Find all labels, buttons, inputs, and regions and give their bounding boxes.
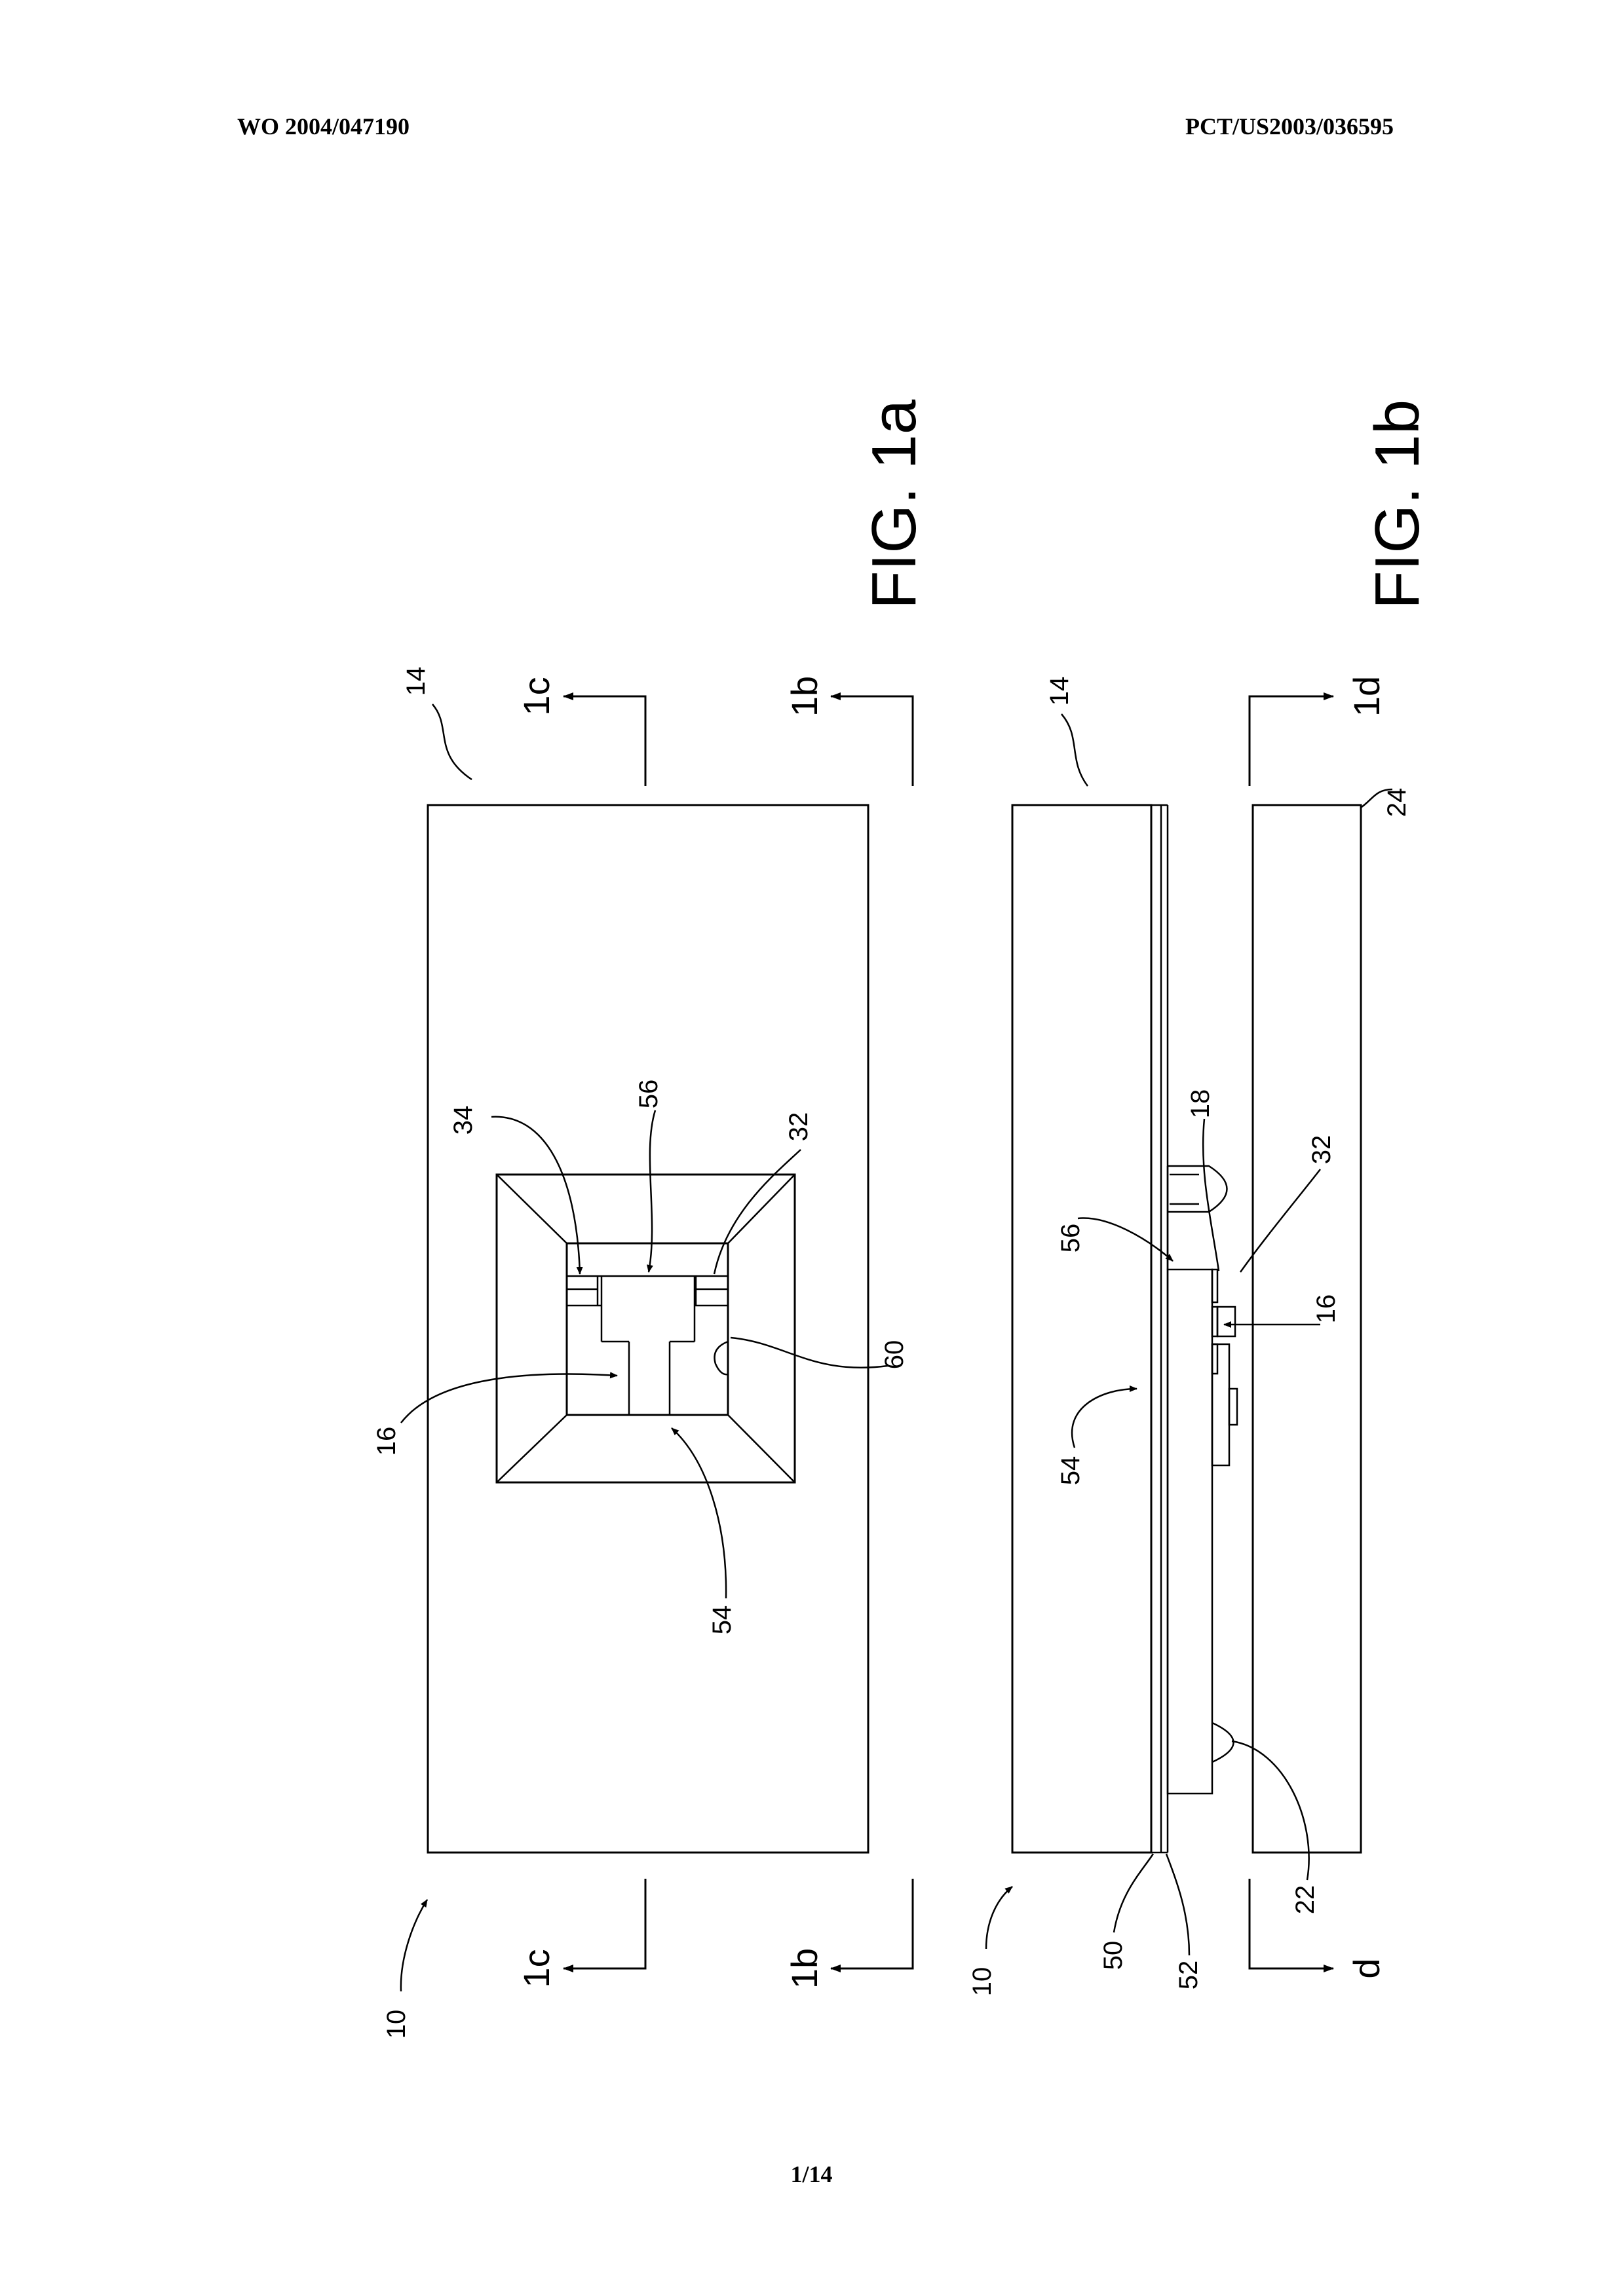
section-markers-1b — [1250, 696, 1333, 1968]
ref-54-1b: 54 — [1056, 1456, 1085, 1486]
figure-1b: 1d d FIG. 1b 14 24 18 32 56 16 54 22 50 … — [968, 400, 1432, 1996]
cover-24 — [1253, 805, 1361, 1853]
leader-14-1b — [1061, 714, 1088, 786]
ref-32-1a: 32 — [784, 1112, 813, 1142]
layers-50-52 — [1151, 805, 1168, 1853]
ref-56-1a: 56 — [634, 1080, 663, 1109]
ref-16-1b: 16 — [1312, 1294, 1341, 1324]
leader-22 — [1232, 1741, 1309, 1880]
ref-56-1b: 56 — [1056, 1224, 1085, 1253]
section-label-1d: 1d — [1346, 676, 1387, 717]
ref-14-1a: 14 — [402, 667, 430, 696]
ref-50: 50 — [1099, 1941, 1128, 1970]
ref-18: 18 — [1186, 1089, 1215, 1119]
substrate-14-1b — [1012, 805, 1151, 1853]
section-label-1b-bottom: 1b — [784, 1948, 825, 1989]
leader-50 — [1114, 1854, 1153, 1932]
leader-56-1a — [649, 1110, 655, 1272]
leader-10-1a — [401, 1900, 427, 1991]
page-number: 1/14 — [0, 2160, 1623, 2188]
ref-52: 52 — [1174, 1961, 1203, 1990]
well-bevels — [497, 1175, 795, 1482]
edge-notch — [715, 1342, 728, 1374]
leader-14-1a — [432, 704, 472, 780]
figure-1a-title: FIG. 1a — [859, 399, 929, 609]
leader-18 — [1203, 1119, 1219, 1271]
ref-32-1b: 32 — [1307, 1135, 1336, 1165]
leader-56-1b — [1078, 1218, 1173, 1261]
bump-32 — [1168, 1166, 1227, 1212]
bond-pads — [567, 1276, 728, 1306]
leader-10-1b — [986, 1887, 1012, 1949]
ref-60: 60 — [880, 1340, 909, 1370]
well-inner — [567, 1243, 728, 1415]
leader-52 — [1166, 1854, 1189, 1955]
ref-14-1b: 14 — [1045, 677, 1074, 706]
chip-outline — [567, 1276, 728, 1415]
ref-54-1a: 54 — [708, 1606, 736, 1635]
ref-16-1a: 16 — [372, 1427, 401, 1456]
section-label-d: d — [1346, 1958, 1387, 1978]
ref-10-1a: 10 — [382, 2010, 411, 2039]
section-label-1c-top: 1c — [516, 677, 557, 715]
substrate-outline — [428, 805, 868, 1853]
figure-1a: 1c 1b 1c 1b FIG. 1a 14 34 56 32 60 16 54… — [372, 399, 929, 2039]
leader-54-1a — [672, 1428, 726, 1598]
leader-60 — [731, 1338, 888, 1368]
ref-34: 34 — [449, 1106, 478, 1135]
section-label-1b-top: 1b — [784, 676, 825, 717]
ref-24: 24 — [1383, 788, 1411, 818]
figure-1b-title: FIG. 1b — [1362, 400, 1432, 609]
chip-stack-1b — [1168, 1166, 1237, 1794]
ref-22: 22 — [1291, 1885, 1320, 1915]
ref-10-1b: 10 — [968, 1967, 997, 1997]
section-label-1c-bottom: 1c — [516, 1949, 557, 1987]
leader-54-1b — [1072, 1389, 1137, 1448]
section-markers-1a — [563, 696, 913, 1968]
bump-22 — [1212, 1723, 1234, 1762]
